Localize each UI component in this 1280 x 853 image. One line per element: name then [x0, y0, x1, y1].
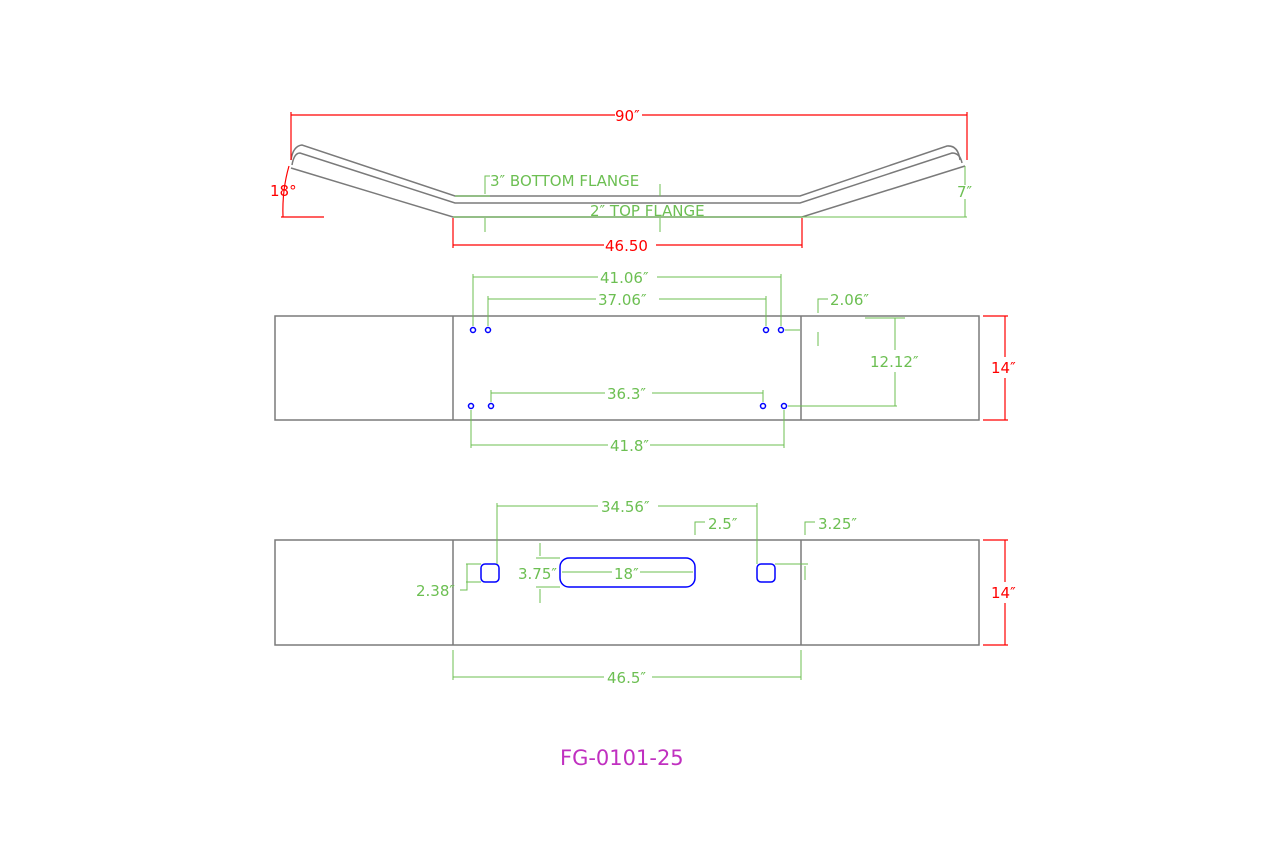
- top-view: 90″ 18° 7″ 3″ BOTTOM FLANGE 2″ TOP FLANG…: [270, 107, 973, 255]
- dim-slot-length: 18″: [614, 565, 639, 583]
- square-cutout-right: [756, 563, 776, 583]
- dim-angle: 18°: [270, 182, 297, 200]
- part-number: FG-0101-25: [560, 746, 684, 770]
- dim-square-size: 2.38″: [416, 582, 455, 600]
- hole: [487, 402, 495, 410]
- top-flange-label: 2″ TOP FLANGE: [590, 202, 705, 220]
- dim-middle-height: 14″: [991, 359, 1016, 377]
- panel-outline: [274, 315, 980, 421]
- dimension-90: 90″: [290, 107, 968, 160]
- dimension-angle: 18°: [270, 165, 324, 218]
- dim-slot-offset: 2.5″: [708, 515, 738, 533]
- dim-upper-outer-spacing: 41.06″: [600, 269, 649, 287]
- hole: [469, 326, 477, 334]
- panel-outline: [274, 539, 980, 646]
- bumper-outline-top: [290, 144, 961, 197]
- hole: [759, 402, 767, 410]
- dim-square-offset: 3.25″: [818, 515, 857, 533]
- hole: [762, 326, 770, 334]
- square-cutout-left: [480, 563, 500, 583]
- middle-view: 41.06″ 37.06″ 2.06″ 12.12″ 36.3″ 41.8″ 1…: [274, 269, 1016, 455]
- hole: [780, 402, 788, 410]
- dim-height: 7″: [957, 183, 973, 201]
- hole: [467, 402, 475, 410]
- hole: [777, 326, 785, 334]
- dim-center-width: 46.50: [605, 237, 648, 255]
- mounting-holes: [467, 326, 788, 410]
- bottom-flange-label: 3″ BOTTOM FLANGE: [490, 172, 639, 190]
- dimension-7: 7″: [802, 166, 973, 218]
- dim-lower-outer-spacing: 41.8″: [610, 437, 649, 455]
- dim-overall-width: 90″: [615, 107, 640, 125]
- hole: [484, 326, 492, 334]
- dim-upper-inner-spacing: 37.06″: [598, 291, 647, 309]
- dim-lower-inner-spacing: 36.3″: [607, 385, 646, 403]
- dim-bottom-height: 14″: [991, 584, 1016, 602]
- bumper-outline-middle: [291, 152, 963, 204]
- dim-vertical-spacing: 12.12″: [870, 353, 919, 371]
- dimension-46-50: 46.50: [452, 218, 803, 255]
- dim-square-spacing: 34.56″: [601, 498, 650, 516]
- dim-bottom-center-width: 46.5″: [607, 669, 646, 687]
- dim-edge-offset: 2.06″: [830, 291, 869, 309]
- flange-labels: 3″ BOTTOM FLANGE 2″ TOP FLANGE: [453, 172, 802, 232]
- winch-slot: [559, 557, 696, 588]
- bottom-view: 34.56″ 2.5″ 3.25″ 3.75″ 18″ 2.38″ 46.5″ …: [274, 498, 1016, 687]
- dim-slot-height: 3.75″: [518, 565, 557, 583]
